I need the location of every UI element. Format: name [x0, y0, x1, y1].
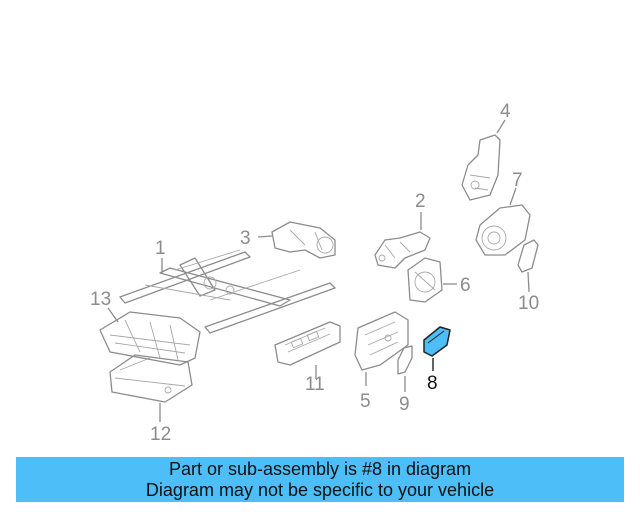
- part-5-switch-housing: [354, 311, 409, 371]
- callout-2: 2: [415, 191, 426, 212]
- part-7-recliner-motor: [475, 204, 531, 256]
- callout-10: 10: [518, 293, 539, 314]
- info-banner: Part or sub-assembly is #8 in diagram Di…: [16, 457, 624, 502]
- part-13-cushion-frame: [99, 311, 201, 366]
- part-10-side-cover: [517, 239, 539, 273]
- callout-13: 13: [90, 289, 111, 310]
- part-6-lumbar-motor: [407, 257, 443, 303]
- callout-6: 6: [460, 275, 471, 296]
- banner-disclaimer: Diagram may not be specific to your vehi…: [145, 479, 495, 500]
- banner-part-note: Part or sub-assembly is #8 in diagram: [168, 458, 472, 479]
- part-1-seat-track: [119, 249, 336, 334]
- callout-8: 8: [427, 373, 438, 394]
- callout-12: 12: [150, 424, 171, 445]
- part-12-control-module: [109, 354, 193, 403]
- callout-7: 7: [512, 170, 523, 191]
- part-9-knob: [397, 345, 413, 375]
- callout-11: 11: [305, 374, 325, 395]
- callout-3: 3: [240, 228, 251, 249]
- callout-1: 1: [155, 238, 166, 259]
- part-2-motor: [374, 231, 431, 269]
- callout-4: 4: [500, 101, 511, 122]
- part-11-switch-panel: [274, 321, 341, 366]
- part-8-switch-knob: [423, 326, 451, 357]
- part-4-actuator: [461, 134, 501, 201]
- callout-9: 9: [399, 394, 410, 415]
- leader-lines: [107, 119, 530, 422]
- callout-5: 5: [360, 391, 371, 412]
- part-3-bracket: [271, 221, 336, 259]
- callout-labels: 1 2 3 4 5 6 7 8 9 10 11 12 13: [90, 101, 539, 445]
